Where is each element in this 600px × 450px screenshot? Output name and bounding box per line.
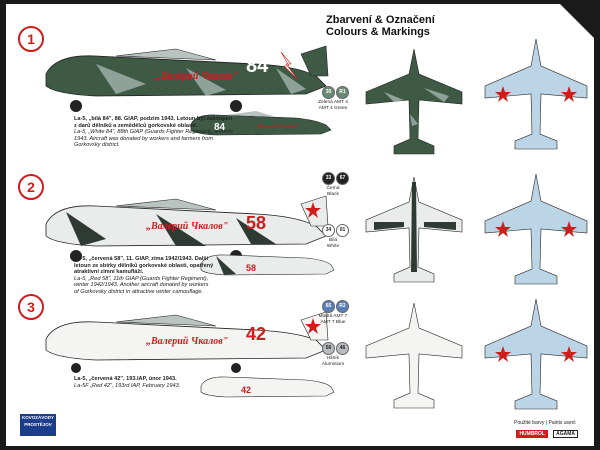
decal-sheet: Zbarvení & Označení Colours & Markings 1… (6, 4, 594, 446)
aircraft-2-port-view: 58 (200, 254, 335, 276)
title-czech: Zbarvení & Označení (326, 14, 435, 26)
title-english: Colours & Markings (326, 26, 430, 38)
step-2-marker: 2 (18, 174, 44, 200)
aircraft-1-number: 84 (246, 55, 269, 77)
aircraft-3-side-view: „Валерий Чкалов" 42 (45, 311, 329, 373)
aircraft-2-port-number: 58 (246, 263, 256, 273)
aircraft-2-inscription: „Валерий Чкалов" (146, 221, 228, 232)
swatch-set-2: 33 67 (322, 172, 349, 185)
aircraft-2-caption: La-5, „červená 58", 11. GIAP, zima 1942/… (74, 256, 214, 295)
aircraft-3-port-number: 42 (241, 385, 251, 395)
aircraft-1-top-view (365, 48, 463, 155)
aircraft-1-inscription: „Валерий Чкалов" (156, 71, 238, 82)
aircraft-1-port-inscription: „Валерий Чкалов" (255, 123, 298, 130)
lightning-emblem-icon (280, 51, 299, 81)
aircraft-3-number: 42 (246, 324, 266, 344)
sheet-title: Zbarvení & Označení Colours & Markings (326, 14, 435, 38)
aircraft-1-port-view: 84 „Валерий Чкалов" (190, 111, 332, 136)
tail-star-icon (305, 202, 321, 218)
sheet-corner (560, 4, 594, 38)
swatch-set-3: 34 01 (322, 224, 349, 237)
swatch-set-4: 65 R2 (322, 300, 349, 313)
agama-logo: AGAMA (553, 430, 578, 438)
aircraft-2-top-view (365, 176, 463, 283)
aircraft-3-caption: La-5, „červená 42", 193.IAP, únor 1943. … (74, 376, 181, 389)
aircraft-1-bottom-view (484, 38, 588, 150)
humbrol-logo: HUMBROL (516, 430, 548, 438)
step-1-marker: 1 (18, 26, 44, 52)
step-3-marker: 3 (18, 294, 44, 320)
aircraft-1-side-view: „Валерий Чкалов" 84 (45, 45, 329, 112)
aircraft-2-side-view: „Валерий Чкалов" 58 (45, 195, 329, 262)
aircraft-1-port-number: 84 (214, 122, 226, 133)
aircraft-2-bottom-view (484, 173, 588, 285)
swatch-set-1: 30 R1 (322, 86, 349, 99)
wing-star-icon (495, 86, 511, 102)
aircraft-3-bottom-view (484, 298, 588, 410)
aircraft-1-caption: La-5, „bílá 84", 88. GIAP, podzim 1943. … (74, 116, 233, 149)
swatch-set-5: 56 46 (322, 342, 349, 355)
paints-used-label: Použité barvy | Paints used: (514, 420, 576, 426)
aircraft-3-port-view: 42 (200, 376, 335, 398)
aircraft-3-inscription: „Валерий Чкалов" (146, 336, 228, 347)
aircraft-2-number: 58 (246, 213, 266, 233)
aircraft-3-top-view (365, 302, 463, 409)
